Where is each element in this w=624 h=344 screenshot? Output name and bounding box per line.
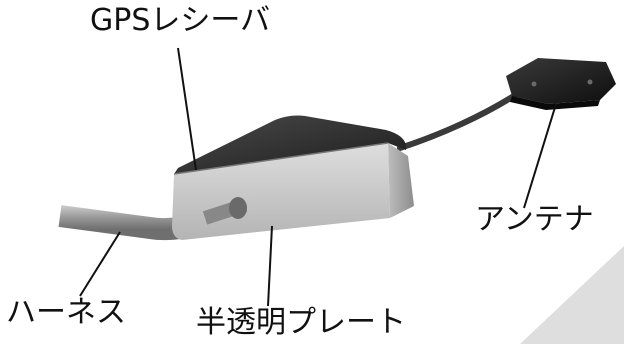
leader-line-harness: [79, 231, 121, 297]
label-gps-receiver: GPSレシーバ: [90, 3, 271, 38]
label-antenna: アンテナ: [475, 202, 594, 237]
label-harness: ハーネス: [6, 295, 126, 330]
antenna-cable: [397, 89, 523, 151]
leader-line-gps-receiver: [177, 47, 197, 171]
corner-shade: [520, 246, 624, 344]
antenna: [506, 58, 616, 110]
leader-line-antenna: [523, 103, 557, 209]
leader-line-translucent-plate: [267, 225, 273, 307]
label-translucent-plate: 半透明プレート: [196, 305, 406, 340]
gps-receiver-box: [172, 115, 414, 240]
